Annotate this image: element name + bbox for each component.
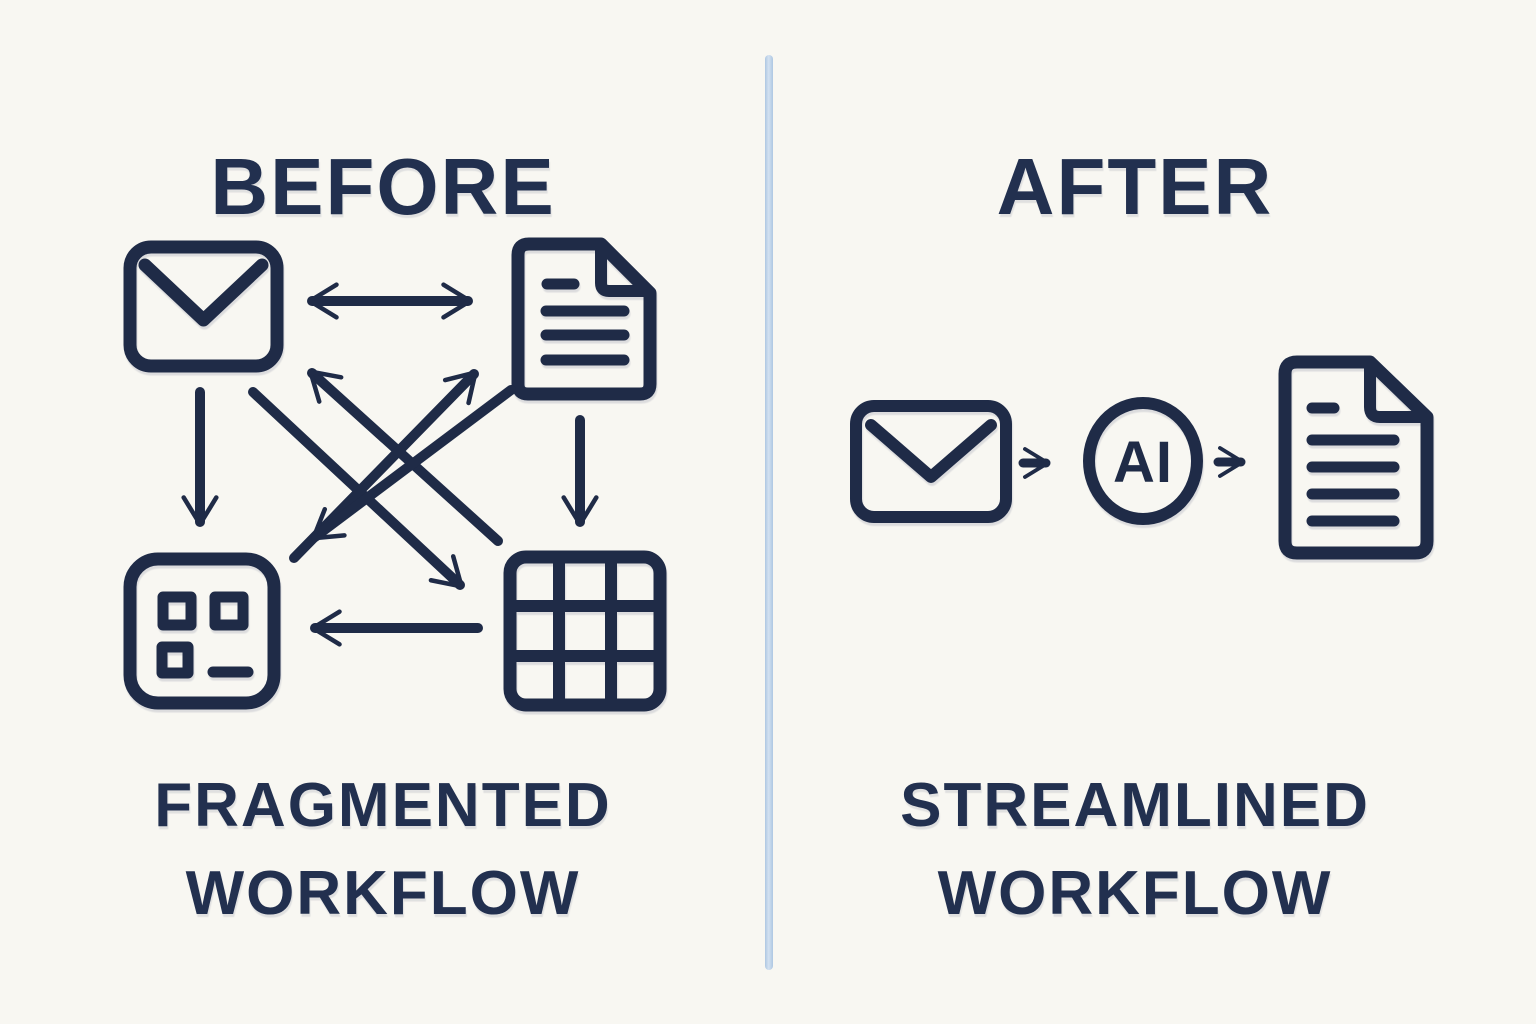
after-caption-line1: STREAMLINED xyxy=(900,771,1370,840)
before-caption-line1: FRAGMENTED xyxy=(154,771,612,840)
document-icon xyxy=(1278,355,1434,560)
before-caption: FRAGMENTED WORKFLOW xyxy=(0,762,766,938)
streamlined-workflow-diagram: AI xyxy=(850,355,1434,560)
fragmented-workflow-diagram xyxy=(123,237,667,712)
arrow-spreadsheet-to-email xyxy=(307,368,503,546)
before-panel: BEFORE xyxy=(0,0,766,1024)
before-caption-line2: WORKFLOW xyxy=(185,859,581,928)
before-title: BEFORE xyxy=(210,141,556,231)
after-caption-line2: WORKFLOW xyxy=(937,859,1333,928)
spreadsheet-grid-icon xyxy=(503,550,667,712)
after-caption: STREAMLINED WORKFLOW xyxy=(770,762,1536,938)
ai-circle-badge: AI xyxy=(1083,397,1203,525)
arrow-document-to-form xyxy=(310,385,516,542)
fragmented-arrows xyxy=(181,282,599,647)
envelope-icon xyxy=(850,400,1012,523)
envelope-icon xyxy=(123,240,284,373)
document-icon xyxy=(511,237,657,401)
ai-badge-label: AI xyxy=(1113,430,1173,495)
after-panel: AFTER AI xyxy=(770,0,1536,1024)
form-app-icon xyxy=(123,552,281,710)
after-title: AFTER xyxy=(996,141,1274,231)
panel-divider xyxy=(765,55,773,970)
